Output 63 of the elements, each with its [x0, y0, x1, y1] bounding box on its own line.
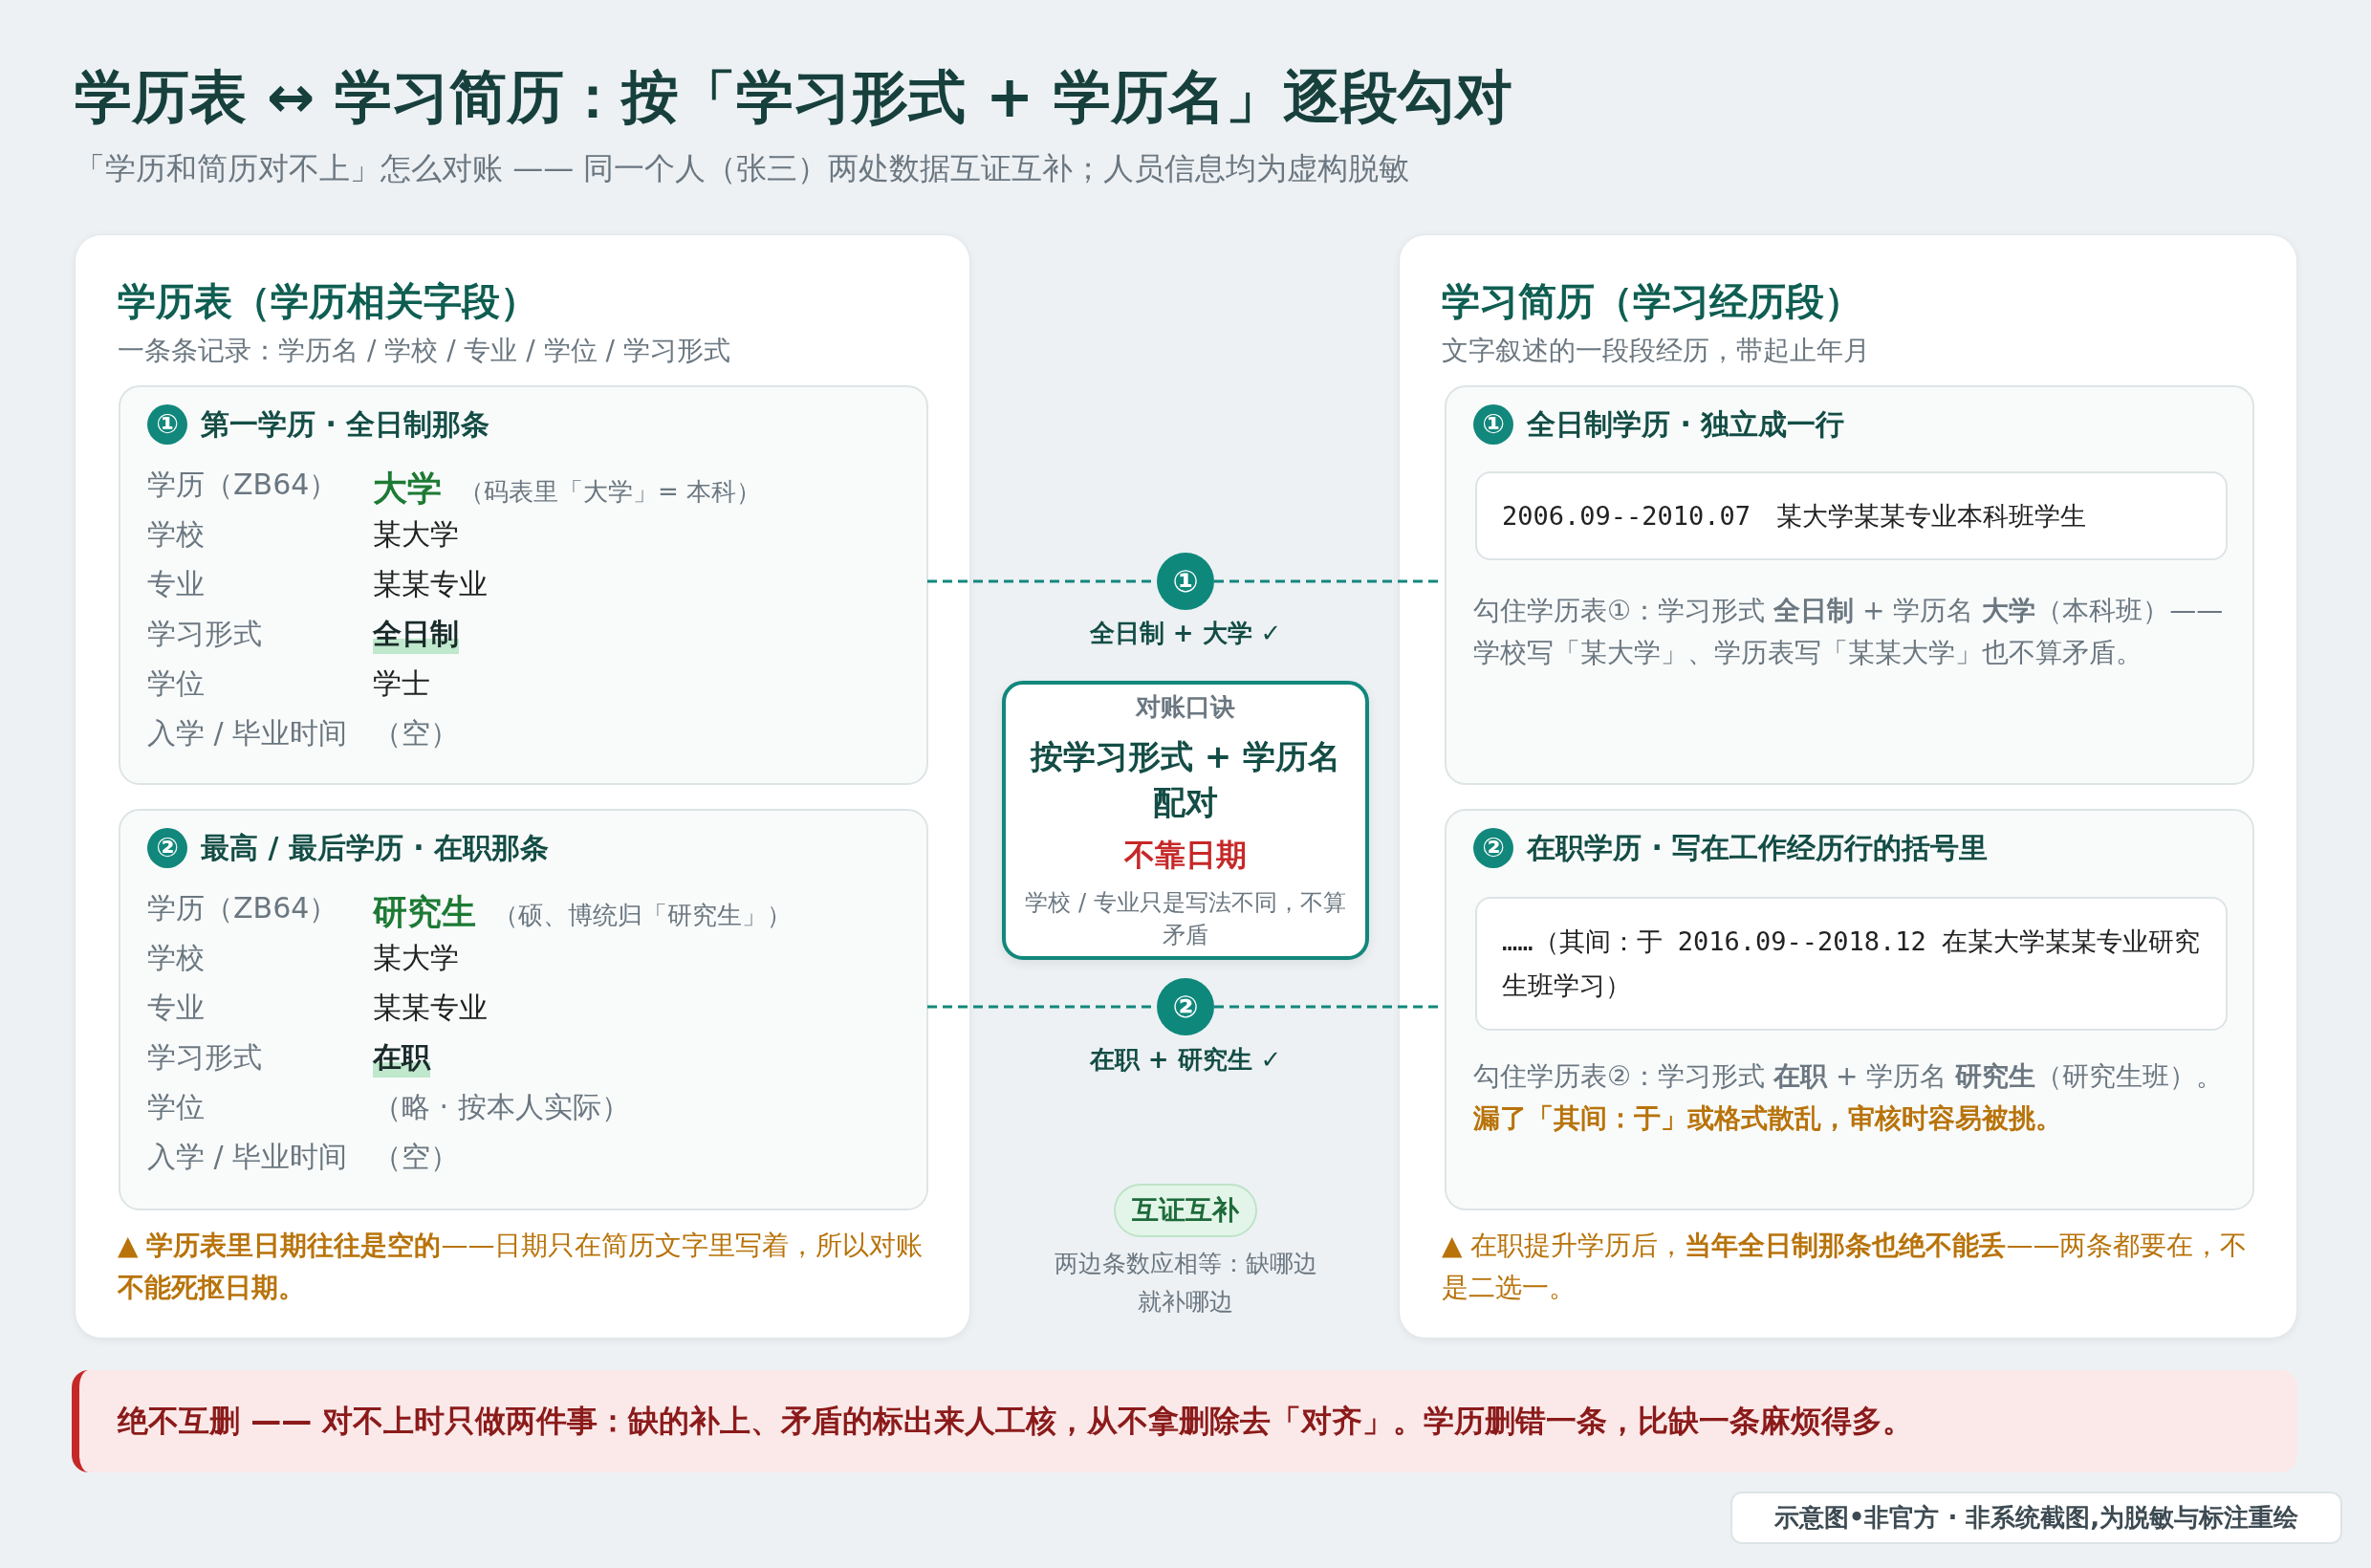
number-circle: ①	[1157, 553, 1214, 610]
field-note: （硕、博统归「研究生」）	[493, 900, 792, 931]
page-subtitle: 「学历和简历对不上」怎么对账 —— 同一个人（张三）两处数据互证互补；人员信息均为虚构脱敏	[75, 149, 1410, 188]
number-badge: ②	[1473, 828, 1513, 868]
match-note: 勾住学历表①：学习形式 全日制 + 学历名 大学（本科班）——学校写「某大学」、学历表写「某某大学」也不算矛盾。	[1473, 594, 2225, 670]
warning-text: 不靠日期	[1124, 835, 1247, 875]
warning-note: ▲ 在职提升学历后，当年全日制那条也绝不能丢——两条都要在，不是二选一。	[1442, 1229, 2249, 1305]
field-value: 大学	[373, 468, 442, 510]
field-label: 学位	[147, 665, 205, 702]
resume-quote: 2006.09--2010.07 某大学某某专业本科班学生	[1475, 471, 2228, 560]
panel-title: 学习简历（学习经历段）	[1442, 278, 1862, 325]
number-badge: ①	[1473, 404, 1513, 445]
check-caption: 全日制 + 大学 ✓	[1088, 618, 1283, 649]
panel-subtitle: 一条条记录：学历名 / 学校 / 专业 / 学位 / 学习形式	[118, 334, 730, 368]
warning-note: ▲ 学历表里日期往往是空的——日期只在简历文字里写着，所以对账不能死抠日期。	[118, 1229, 924, 1305]
number-badge: ②	[147, 828, 187, 868]
number-circle: ②	[1157, 978, 1214, 1035]
box-heading: 对账口诀	[1136, 690, 1235, 723]
rule-text: 按学习形式 + 学历名配对	[1029, 735, 1342, 823]
field-label: 学习形式	[147, 616, 262, 652]
card-heading: 第一学历 · 全日制那条	[201, 405, 490, 443]
field-value: 某某专业	[373, 990, 488, 1026]
check-caption: 在职 + 研究生 ✓	[1088, 1044, 1283, 1076]
panel-card	[1399, 234, 2297, 1339]
panel-subtitle: 文字叙述的一段段经历，带起止年月	[1442, 334, 1870, 368]
field-value: （空）	[373, 1139, 459, 1175]
record-card	[119, 809, 928, 1210]
field-value: 某大学	[373, 516, 459, 553]
field-value: 研究生	[373, 891, 476, 933]
page-title: 学历表 ↔ 学习简历：按「学习形式 + 学历名」逐段勾对	[75, 62, 1513, 132]
footer-badge: 示意图•非官方 · 非系统截图,为脱敏与标注重绘	[1730, 1492, 2342, 1544]
match-note: 勾住学历表②：学习形式 在职 + 学历名 研究生（研究生班）。	[1473, 1059, 2225, 1094]
field-label: 学历（ZB64）	[147, 467, 338, 503]
field-value: （略 · 按本人实际）	[373, 1089, 630, 1125]
warning-note: 漏了「其间：于」或格式散乱，审核时容易被挑。	[1473, 1101, 2063, 1136]
check-caption: 两边条数应相等：缺哪边就补哪边	[1053, 1249, 1318, 1318]
field-label: 入学 / 毕业时间	[147, 715, 348, 751]
panel-title: 学历表（学历相关字段）	[118, 278, 538, 325]
hint-text: 学校 / 专业只是写法不同，不算矛盾	[1025, 887, 1346, 950]
warning-banner: 绝不互删 —— 对不上时只做两件事：缺的补上、矛盾的标出来人工核，从不拿删除去「对齐」。学历删错一条，比缺一条麻烦得多。	[72, 1370, 2297, 1472]
field-value: 某大学	[373, 940, 459, 976]
field-value: （空）	[373, 715, 459, 751]
panel-card	[75, 234, 970, 1339]
tag-pill: 互证互补	[1114, 1184, 1257, 1237]
card-heading: 全日制学历 · 独立成一行	[1527, 405, 1845, 443]
field-note: （码表里「大学」= 本科）	[459, 476, 762, 508]
field-label: 学校	[147, 940, 205, 976]
resume-quote: ……（其间：于 2016.09--2018.12 在某大学某某专业研究生班学习）	[1475, 897, 2228, 1031]
field-label: 专业	[147, 990, 205, 1026]
field-label: 学习形式	[147, 1039, 262, 1076]
field-label: 学历（ZB64）	[147, 890, 338, 926]
field-value: 某某专业	[373, 566, 488, 602]
number-badge: ①	[147, 404, 187, 445]
field-label: 入学 / 毕业时间	[147, 1139, 348, 1175]
card-heading: 最高 / 最后学历 · 在职那条	[201, 829, 550, 866]
card-heading: 在职学历 · 写在工作经历行的括号里	[1527, 829, 1989, 866]
record-card	[119, 385, 928, 785]
field-label: 学校	[147, 516, 205, 553]
record-card	[1445, 385, 2254, 785]
field-value: 学士	[373, 665, 430, 702]
field-label: 专业	[147, 566, 205, 602]
field-label: 学位	[147, 1089, 205, 1125]
record-card	[1445, 809, 2254, 1210]
